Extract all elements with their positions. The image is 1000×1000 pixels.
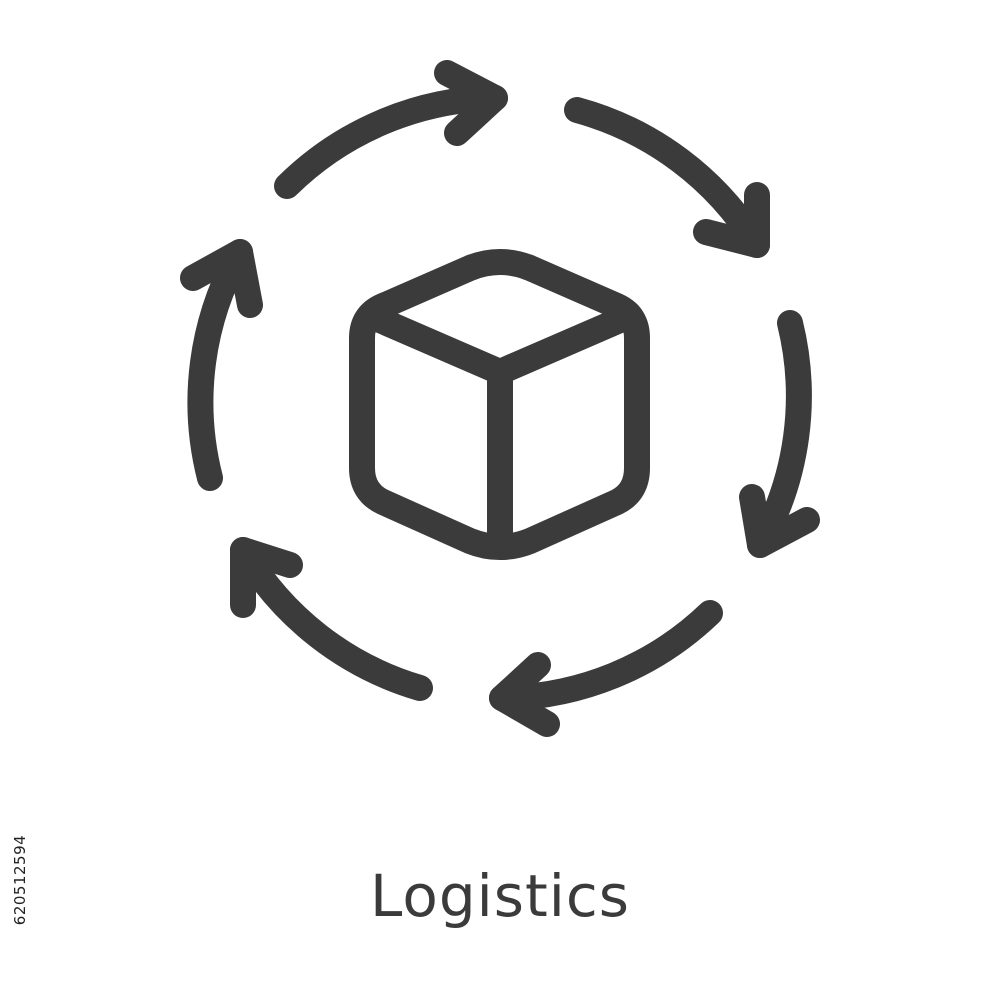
arrow-top-right-icon (564, 97, 770, 258)
arrow-right-icon (739, 310, 820, 558)
arrow-left-icon (180, 239, 263, 491)
stock-id-label: 620512594 (8, 760, 32, 1000)
caption-title: Logistics (370, 862, 630, 930)
arrow-bottom-left-icon (230, 537, 433, 701)
logistics-icon (180, 60, 820, 737)
box-icon (349, 249, 650, 560)
logistics-cycle-icon (180, 60, 820, 737)
stock-id-text: 620512594 (11, 834, 29, 926)
arrow-top-icon (274, 60, 508, 199)
arrow-bottom-right-icon (489, 600, 723, 737)
